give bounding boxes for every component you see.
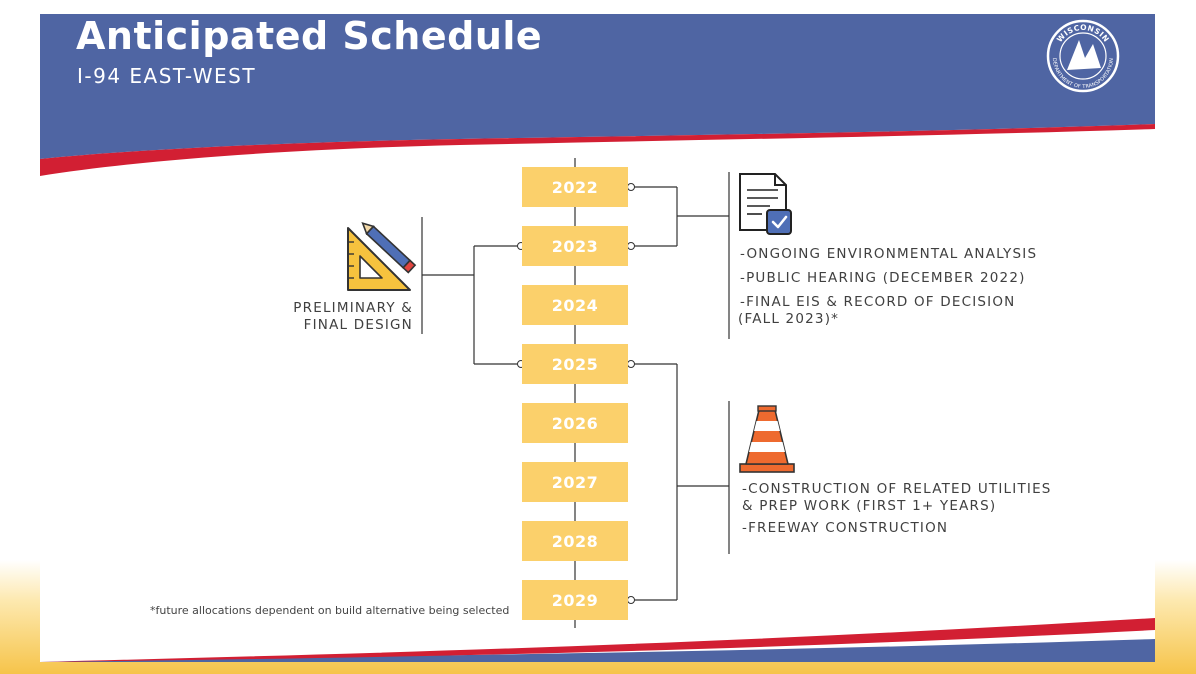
design-label-line-1: PRELIMINARY & bbox=[293, 300, 413, 316]
environmental-item-3: -FINAL EIS & RECORD OF DECISION bbox=[740, 294, 1016, 310]
slide: Anticipated Schedule I-94 EAST-WEST WISC… bbox=[40, 14, 1155, 662]
header-red-wave bbox=[40, 124, 1155, 176]
design-phase-label: PRELIMINARY & FINAL DESIGN bbox=[260, 300, 413, 334]
year-box-2026: 2026 bbox=[522, 403, 628, 443]
year-box-2027: 2027 bbox=[522, 462, 628, 502]
year-box-2029: 2029 bbox=[522, 580, 628, 620]
environmental-item-4: (FALL 2023)* bbox=[738, 311, 840, 327]
year-box-2028: 2028 bbox=[522, 521, 628, 561]
year-box-2024: 2024 bbox=[522, 285, 628, 325]
document-checkmark-icon bbox=[739, 173, 792, 235]
wisdot-logo: WISCONSIN DEPARTMENT OF TRANSPORTATION bbox=[1046, 19, 1120, 93]
header-banner bbox=[40, 14, 1155, 662]
triangle-ruler-pencil-icon bbox=[347, 221, 417, 291]
schedule-connector-lines bbox=[347, 158, 795, 628]
year-box-2023: 2023 bbox=[522, 226, 628, 266]
construction-item-3: -FREEWAY CONSTRUCTION bbox=[742, 520, 949, 536]
construction-item-2: & PREP WORK (FIRST 1+ YEARS) bbox=[742, 498, 997, 514]
environmental-item-2: -PUBLIC HEARING (DECEMBER 2022) bbox=[740, 270, 1026, 286]
year-box-2022: 2022 bbox=[522, 167, 628, 207]
bottom-blue-wave bbox=[40, 639, 1155, 662]
page-title: Anticipated Schedule bbox=[76, 14, 543, 58]
footnote: *future allocations dependent on build a… bbox=[150, 604, 510, 617]
traffic-cone-icon bbox=[739, 405, 795, 473]
design-label-line-2: FINAL DESIGN bbox=[303, 317, 413, 333]
page-subtitle: I-94 EAST-WEST bbox=[77, 64, 257, 88]
environmental-item-1: -ONGOING ENVIRONMENTAL ANALYSIS bbox=[740, 246, 1038, 262]
year-box-2025: 2025 bbox=[522, 344, 628, 384]
construction-item-1: -CONSTRUCTION OF RELATED UTILITIES bbox=[742, 481, 1052, 497]
bottom-red-wave bbox=[40, 618, 1155, 662]
header-background bbox=[40, 14, 1155, 159]
